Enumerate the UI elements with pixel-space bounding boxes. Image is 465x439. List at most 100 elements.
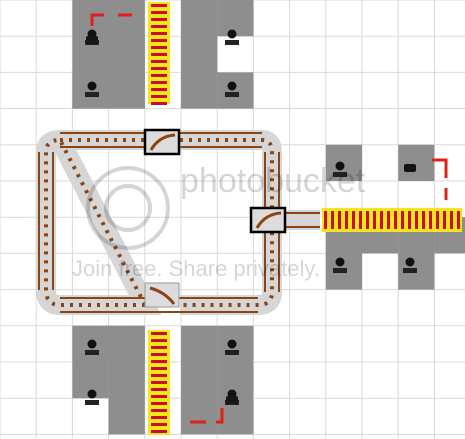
station-platform bbox=[72, 325, 145, 362]
powered-rail-tie bbox=[151, 353, 167, 356]
watermark-lens-icon bbox=[104, 184, 152, 232]
powered-rail-tie bbox=[151, 388, 167, 391]
lever-base-icon bbox=[85, 400, 99, 405]
powered-rail-tie bbox=[151, 102, 167, 105]
powered-rail-tie bbox=[151, 346, 167, 349]
rail-spur-track bbox=[286, 212, 320, 228]
station-platforms bbox=[72, 0, 465, 435]
lever-base-icon bbox=[333, 172, 347, 177]
rail-ties bbox=[44, 137, 274, 307]
station-levers bbox=[85, 29, 417, 405]
powered-rail-tie bbox=[429, 211, 432, 229]
rail-track bbox=[38, 152, 54, 290]
powered-rail-tie bbox=[151, 95, 167, 98]
powered-rail-tie bbox=[345, 211, 348, 229]
powered-rail-tie bbox=[331, 211, 334, 229]
powered-rail-tie bbox=[151, 25, 167, 28]
powered-rail-tie bbox=[408, 211, 411, 229]
powered-rail-tie bbox=[151, 374, 167, 377]
stone-button-icon bbox=[226, 396, 238, 404]
powered-rail-tie bbox=[151, 11, 167, 14]
lever-base-icon bbox=[333, 268, 347, 273]
watermark: photobucket Join free. Share privately. bbox=[72, 162, 366, 281]
powered-rail-tie bbox=[151, 53, 167, 56]
lever-base-icon bbox=[225, 350, 239, 355]
powered-rail-tie bbox=[151, 409, 167, 412]
lever-icon bbox=[227, 339, 237, 349]
redstone-wire bbox=[216, 408, 224, 424]
powered-rail-tie bbox=[394, 211, 397, 229]
lever-icon bbox=[227, 29, 237, 39]
station-platform bbox=[108, 36, 145, 109]
redstone-wire bbox=[90, 13, 104, 26]
lever-base-icon bbox=[85, 92, 99, 97]
switch-rail bbox=[149, 133, 176, 151]
powered-rail-tie bbox=[366, 211, 369, 229]
powered-rail-tie bbox=[436, 211, 439, 229]
powered-rail-tie bbox=[380, 211, 383, 229]
powered-rail bbox=[322, 208, 462, 232]
powered-rail-tie bbox=[422, 211, 425, 229]
powered-rail-tie bbox=[401, 211, 404, 229]
station-platform bbox=[217, 72, 254, 109]
powered-rail-tie bbox=[151, 423, 167, 426]
powered-rail-tie bbox=[151, 46, 167, 49]
powered-rail-tie bbox=[151, 4, 167, 7]
powered-rail-tie bbox=[151, 416, 167, 419]
watermark-tagline: Join free. Share privately. bbox=[72, 256, 320, 281]
lever-icon bbox=[227, 81, 237, 91]
watermark-brand: photobucket bbox=[180, 162, 366, 200]
powered-rail-tie bbox=[415, 211, 418, 229]
rail-loop bbox=[36, 129, 320, 315]
station-platform bbox=[72, 72, 109, 109]
powered-rail-tie bbox=[151, 18, 167, 21]
powered-rail-tie bbox=[151, 60, 167, 63]
powered-rail-tie bbox=[151, 39, 167, 42]
powered-rail-tie bbox=[151, 88, 167, 91]
junctions bbox=[143, 128, 287, 308]
lever-icon bbox=[335, 257, 345, 267]
lever-base-icon bbox=[225, 40, 239, 45]
lever-base-icon bbox=[403, 268, 417, 273]
powered-rails bbox=[148, 2, 462, 435]
powered-rail-tie bbox=[151, 339, 167, 342]
lever-base-icon bbox=[85, 350, 99, 355]
lever-icon bbox=[87, 81, 97, 91]
powered-rail-tie bbox=[151, 360, 167, 363]
station-platform bbox=[181, 325, 218, 435]
redstone-wires bbox=[90, 13, 448, 424]
station-platform bbox=[398, 144, 435, 181]
lever-base-icon bbox=[225, 92, 239, 97]
powered-rail-tie bbox=[151, 395, 167, 398]
station-platform bbox=[181, 36, 218, 109]
stone-button-icon bbox=[404, 164, 416, 172]
redstone-wire bbox=[432, 158, 448, 178]
station-platform bbox=[217, 0, 254, 37]
lever-icon bbox=[335, 161, 345, 171]
powered-rail-tie bbox=[373, 211, 376, 229]
stone-button-icon bbox=[86, 36, 98, 44]
powered-rail-tie bbox=[457, 211, 460, 229]
lever-icon bbox=[87, 339, 97, 349]
lever-icon bbox=[405, 257, 415, 267]
powered-rail-tie bbox=[151, 430, 167, 433]
switch-rail bbox=[255, 211, 282, 229]
powered-rail-tie bbox=[443, 211, 446, 229]
switch-rail bbox=[149, 286, 176, 305]
powered-rail-tie bbox=[151, 81, 167, 84]
station-buttons bbox=[86, 36, 416, 404]
watermark-camera-icon bbox=[86, 166, 170, 250]
powered-rail-tie bbox=[387, 211, 390, 229]
powered-rail-tie bbox=[324, 211, 327, 229]
powered-rail-tie bbox=[151, 67, 167, 70]
powered-rail-tie bbox=[352, 211, 355, 229]
powered-rail-tie bbox=[151, 74, 167, 77]
powered-rail-tie bbox=[338, 211, 341, 229]
lever-icon bbox=[87, 389, 97, 399]
powered-rail-tie bbox=[151, 367, 167, 370]
powered-rail-tie bbox=[151, 32, 167, 35]
powered-rail-tie bbox=[151, 381, 167, 384]
powered-rail-tie bbox=[151, 402, 167, 405]
